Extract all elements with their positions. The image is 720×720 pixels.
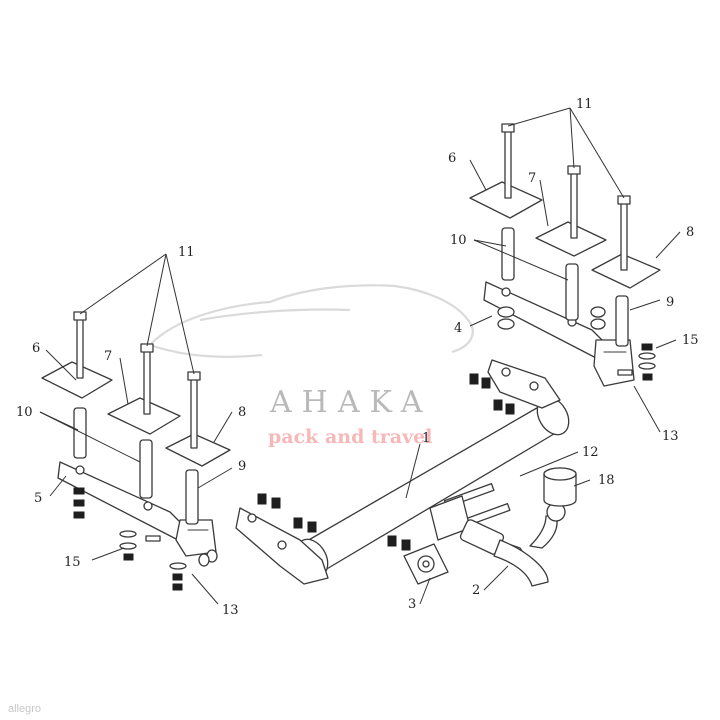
- tow-hook-assembly: [429, 495, 566, 587]
- left-plates: [41, 361, 231, 467]
- right-fasteners: [497, 306, 656, 381]
- callout-4: 4: [454, 321, 462, 336]
- watermark-tagline: pack and travel: [268, 426, 432, 448]
- watermark-car-outline: [149, 284, 474, 358]
- callout-10-right: 10: [450, 233, 467, 248]
- callout-12: 12: [582, 445, 599, 460]
- right-plates: [469, 181, 661, 289]
- spacer-tubes: [73, 227, 629, 525]
- callout-1: 1: [422, 431, 430, 446]
- callout-13-left: 13: [222, 603, 239, 618]
- callout-13-right: 13: [662, 429, 679, 444]
- callout-18: 18: [598, 473, 615, 488]
- corner-mark: allegro: [8, 703, 41, 715]
- callout-6-left: 6: [32, 341, 40, 356]
- callout-labels: 11 11 6 6 7 7 8 8 9 9 10 10 5 4 15 15 13…: [16, 97, 699, 618]
- callout-6-right: 6: [448, 151, 456, 166]
- callout-9-left: 9: [238, 459, 246, 474]
- callout-8-right: 8: [686, 225, 694, 240]
- callout-3: 3: [408, 597, 416, 612]
- callout-15-right: 15: [682, 333, 699, 348]
- left-side-rail: [57, 461, 217, 557]
- callout-5: 5: [34, 491, 42, 506]
- left-fasteners: [73, 487, 218, 591]
- callout-11-left: 11: [178, 245, 195, 260]
- callout-9-right: 9: [666, 295, 674, 310]
- callout-15-left: 15: [64, 555, 81, 570]
- callout-10-left: 10: [16, 405, 33, 420]
- callout-11-right: 11: [576, 97, 593, 112]
- right-bolts: [501, 123, 631, 271]
- watermark-brand: AHAKA: [269, 385, 432, 420]
- callout-7-left: 7: [104, 349, 112, 364]
- left-bolts: [73, 311, 201, 449]
- callout-2: 2: [472, 583, 480, 598]
- leader-lines: [39, 107, 681, 605]
- callout-7-right: 7: [528, 171, 536, 186]
- crossbar: [235, 359, 570, 585]
- watermark: AHAKA pack and travel: [149, 284, 474, 448]
- callout-8-left: 8: [238, 405, 246, 420]
- socket-plate: [403, 543, 449, 585]
- ball-cover: [543, 467, 577, 507]
